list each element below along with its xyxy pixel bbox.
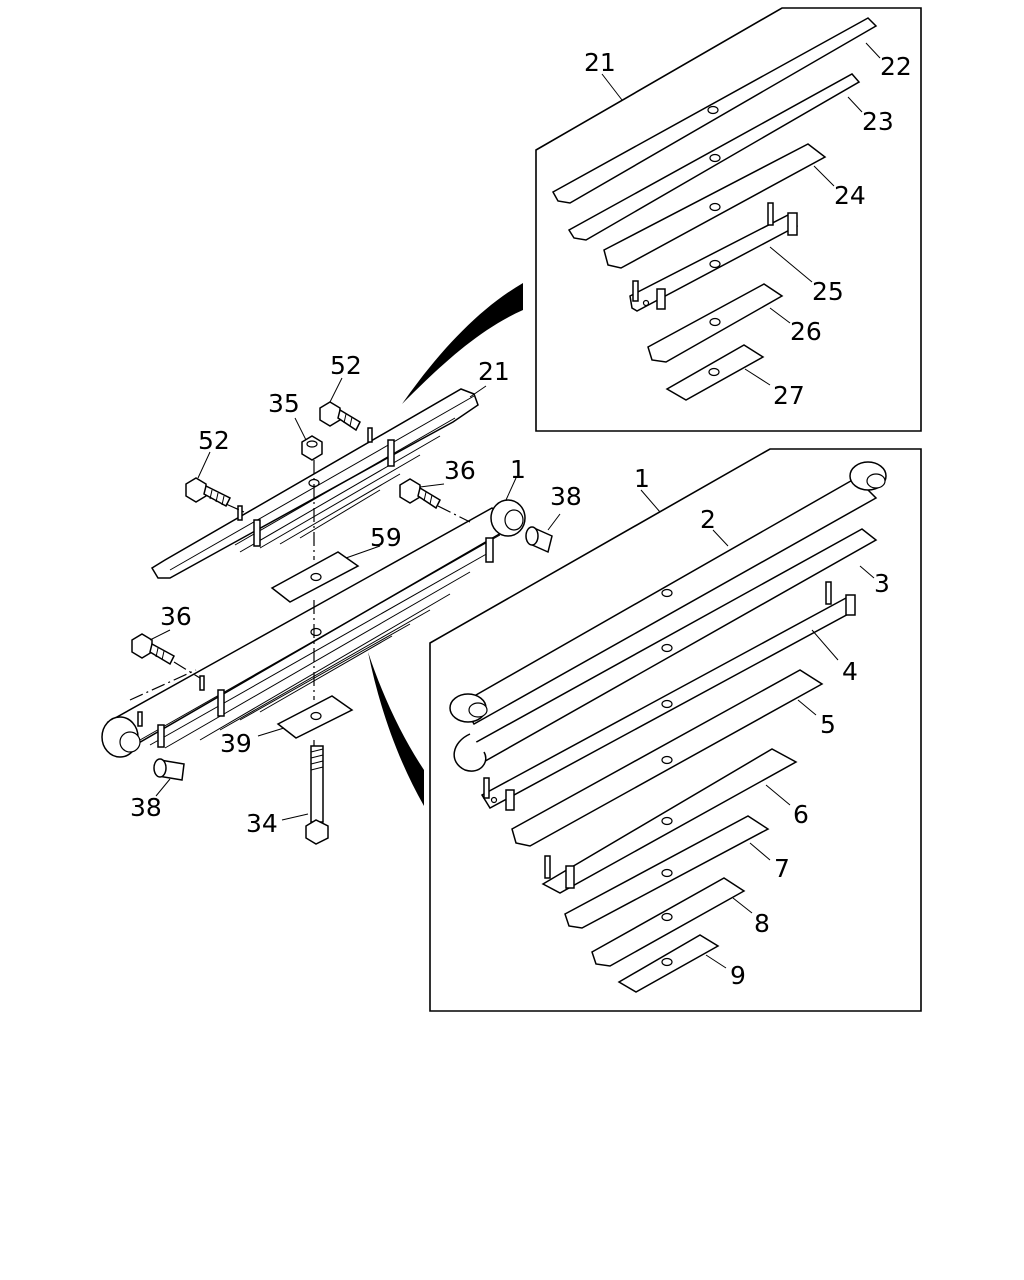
leaf-4 — [480, 581, 856, 811]
bushing-38-lower — [153, 758, 185, 781]
callout-25: 25 — [812, 277, 844, 306]
main-spring-assembly — [101, 499, 526, 758]
bushing-38-right — [525, 526, 553, 554]
leaf-25 — [629, 202, 799, 312]
leaf-26 — [647, 283, 784, 363]
pointer-wedge-top — [402, 283, 523, 404]
callout-23: 23 — [862, 107, 894, 136]
callout-35: 35 — [268, 389, 300, 418]
pad-39 — [276, 695, 354, 739]
callout-3: 3 — [874, 569, 890, 598]
leaf-27 — [665, 344, 765, 401]
callout-39: 39 — [220, 729, 252, 758]
leaf-22 — [551, 17, 878, 204]
callout-1-main: 1 — [510, 455, 526, 484]
callout-36-lower: 36 — [160, 602, 192, 631]
inset-frame-top — [535, 7, 922, 432]
callout-6: 6 — [793, 800, 809, 829]
leaf-3 — [453, 528, 878, 772]
nut-35 — [301, 435, 323, 461]
leaf-2 — [449, 461, 887, 726]
callout-1-inset: 1 — [634, 464, 650, 493]
callout-8: 8 — [754, 909, 770, 938]
callout-38-lower: 38 — [130, 793, 162, 822]
center-bolt-34 — [305, 745, 329, 845]
callout-26: 26 — [790, 317, 822, 346]
leaf-7 — [564, 815, 770, 929]
callout-38-right: 38 — [550, 482, 582, 511]
callout-21-inset: 21 — [584, 48, 616, 77]
callout-34: 34 — [246, 809, 278, 838]
callout-22: 22 — [880, 52, 912, 81]
callout-24: 24 — [834, 181, 866, 210]
bolt-52-left — [185, 477, 232, 508]
bolt-36-lower — [131, 633, 175, 666]
pointer-wedge-bottom — [368, 652, 424, 806]
bolt-36-upper — [399, 478, 441, 510]
callout-21-main: 21 — [478, 357, 510, 386]
inset-main-spring: 1 2 3 4 5 6 7 8 9 — [429, 448, 922, 1012]
bolt-52-right — [319, 401, 361, 432]
leaf-24 — [603, 143, 827, 269]
inset-auxiliary-spring: 21 22 23 24 25 26 27 — [535, 7, 922, 432]
callout-4: 4 — [842, 657, 858, 686]
callout-36-upper: 36 — [444, 456, 476, 485]
leaf-23 — [567, 73, 861, 241]
leaf-5 — [511, 669, 824, 847]
auxiliary-spring-assembly — [150, 388, 479, 579]
inset-frame-bottom — [429, 448, 922, 1012]
pad-59 — [270, 551, 360, 603]
callout-7: 7 — [774, 854, 790, 883]
callout-52-right: 52 — [330, 351, 362, 380]
callout-9: 9 — [730, 961, 746, 990]
callout-2: 2 — [700, 505, 716, 534]
callout-27: 27 — [773, 381, 805, 410]
callout-52-left: 52 — [198, 426, 230, 455]
leaf-6 — [541, 748, 798, 894]
leaf-9 — [617, 934, 720, 993]
callout-59: 59 — [370, 523, 402, 552]
leaf-8 — [591, 877, 746, 967]
callout-5: 5 — [820, 710, 836, 739]
